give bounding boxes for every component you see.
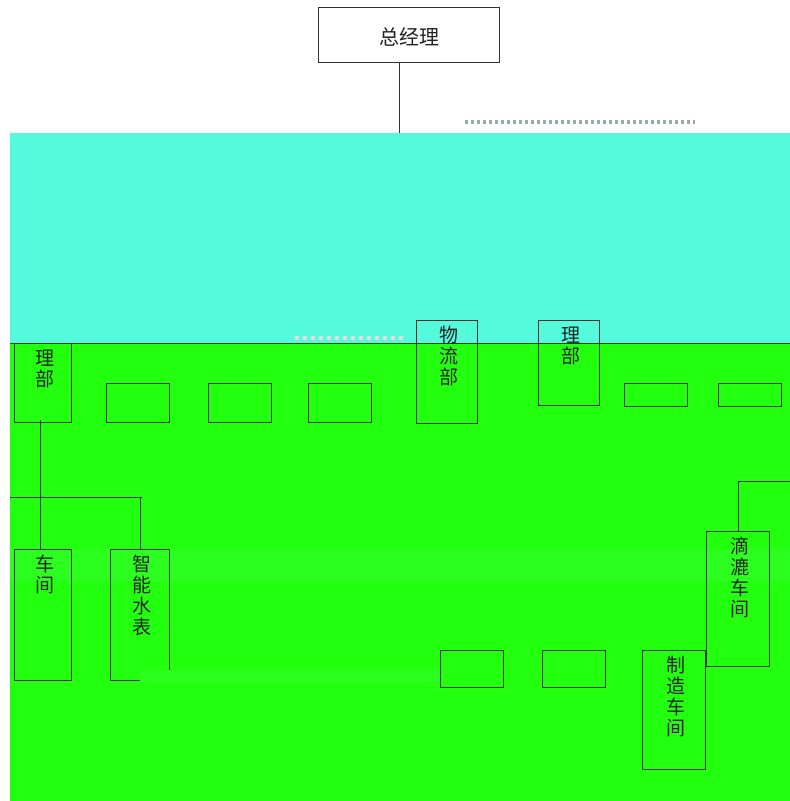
render-artifact	[140, 670, 440, 682]
left-connector-2	[140, 497, 141, 549]
root-node-label: 总经理	[379, 24, 439, 49]
workshop-node-smart-meter: 智能水表	[110, 549, 170, 681]
root-connector	[399, 63, 400, 133]
workshop-node-smart-meter-label: 智能水表	[129, 554, 151, 638]
workshop-node-drip: 滴漉车间	[706, 531, 770, 667]
workshop-node-empty-1	[440, 650, 504, 688]
workshop-node-manufacturing-label: 制造车间	[663, 655, 685, 739]
right-branch-line	[738, 481, 790, 482]
dept-node-empty-1	[106, 383, 170, 423]
upper-branch-line	[10, 343, 790, 344]
workshop-node-1: 车间	[14, 549, 72, 681]
dept-node-logistics-label: 物流部	[436, 325, 458, 388]
left-connector	[40, 420, 41, 550]
dept-node-empty-5	[718, 383, 782, 407]
render-artifact	[295, 336, 405, 340]
workshop-node-empty-2	[542, 650, 606, 688]
cyan-overlay-band	[10, 133, 790, 343]
dept-node-management-label: 理部	[558, 325, 580, 367]
root-node-general-manager: 总经理	[318, 7, 500, 63]
dept-node-logistics: 物流部	[416, 320, 478, 424]
dept-node-empty-3	[308, 383, 372, 423]
left-branch-line	[10, 497, 142, 498]
right-connector	[738, 481, 739, 531]
dept-node-management: 理部	[538, 320, 600, 406]
render-artifact	[465, 120, 695, 124]
green-overlay-stripe	[10, 549, 790, 581]
dept-node-left-label: 理部	[32, 348, 54, 390]
workshop-node-manufacturing: 制造车间	[642, 650, 706, 770]
workshop-node-drip-label: 滴漉车间	[727, 536, 749, 620]
workshop-node-1-label: 车间	[32, 554, 54, 596]
dept-node-left: 理部	[14, 343, 72, 423]
dept-node-empty-2	[208, 383, 272, 423]
dept-node-empty-4	[624, 383, 688, 407]
